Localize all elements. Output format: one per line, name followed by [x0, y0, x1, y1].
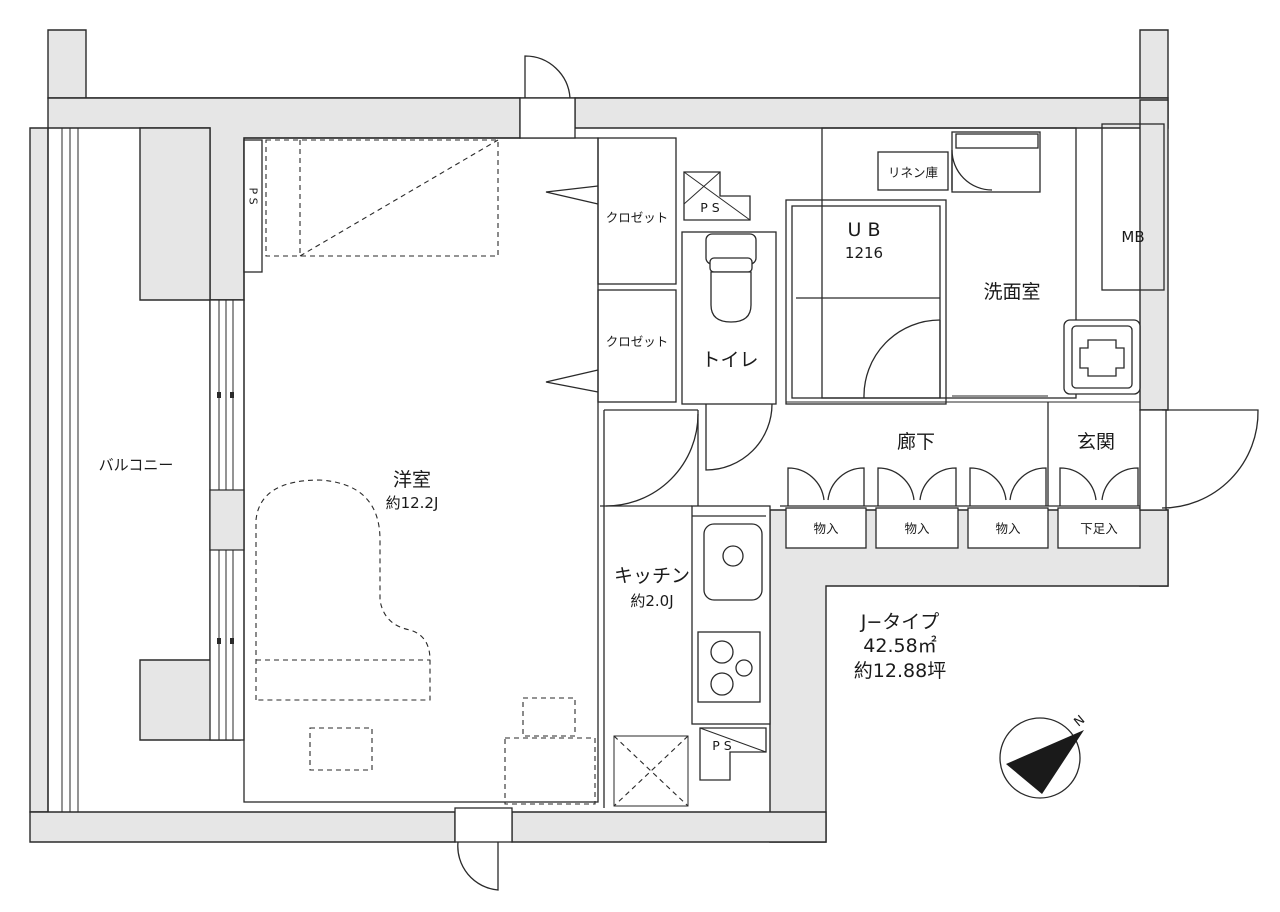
balcony-rail: [47, 128, 79, 812]
unit-type: J−タイプ: [860, 611, 940, 633]
bath-size: 1216: [845, 244, 883, 262]
unit-area-tsubo: 約12.88坪: [854, 660, 946, 682]
ps-left: [243, 139, 263, 273]
bath-label: U B: [848, 219, 881, 241]
hallway-storage: [780, 402, 1141, 549]
ps-kitchen-label: P S: [712, 738, 732, 753]
washroom: [786, 127, 1141, 403]
storage-3-label: 物入: [995, 521, 1021, 536]
shoe-storage-label: 下足入: [1080, 521, 1118, 536]
ps-toilet-label: P S: [700, 200, 720, 215]
kitchen-area: 約2.0J: [630, 592, 673, 610]
washroom-label: 洗面室: [983, 281, 1040, 303]
meter-box: [1101, 123, 1165, 291]
storage-2-label: 物入: [904, 521, 930, 536]
toilet-label: トイレ: [701, 349, 758, 371]
western-room: [243, 137, 599, 805]
ps-left-label: P S: [247, 187, 260, 204]
western-room-name: 洋室: [393, 469, 431, 491]
closets: [545, 137, 677, 403]
compass-icon: [999, 717, 1084, 799]
balcony-label: バルコニー: [99, 456, 174, 474]
kitchen-label: キッチン: [614, 565, 690, 587]
top-door: [519, 55, 576, 139]
entrance-door: [1139, 409, 1259, 511]
compass-north-label: N: [1071, 712, 1088, 730]
closet-upper-label: クロゼット: [606, 210, 669, 225]
bottom-door: [454, 807, 513, 891]
toilet-room: [681, 231, 777, 471]
balcony-windows: [209, 299, 245, 741]
hallway-label: 廊下: [897, 431, 935, 453]
linen-label: リネン庫: [888, 165, 938, 180]
closet-lower-label: クロゼット: [606, 334, 669, 349]
storage-1-label: 物入: [813, 521, 839, 536]
kitchen: [600, 409, 771, 808]
meter-box-label: MB: [1121, 228, 1144, 246]
ps-toilet: [683, 171, 751, 221]
unit-area-sqm: 42.58㎡: [863, 634, 936, 657]
western-room-area: 約12.2J: [386, 494, 439, 512]
entrance-label: 玄関: [1077, 431, 1115, 453]
